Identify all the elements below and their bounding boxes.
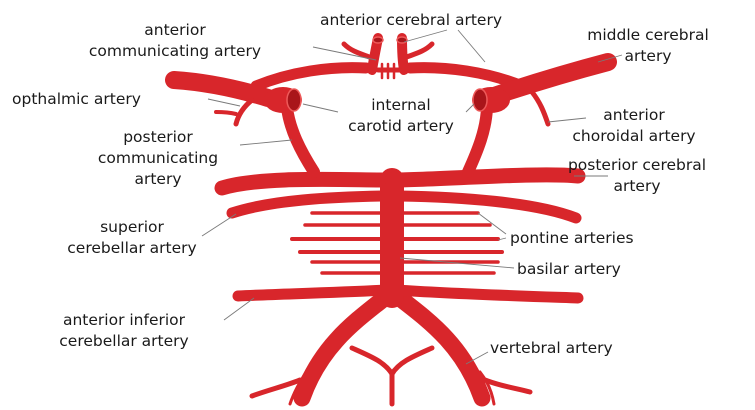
label-line: anterior (144, 21, 206, 39)
leader-internal-carotid-left (303, 104, 338, 112)
label-line: artery (134, 170, 181, 188)
anterior-cerebral-branch-right (404, 44, 432, 58)
opthalmic-artery-label: opthalmic artery (12, 90, 141, 108)
left-anterior-cerebral-lumen (373, 37, 383, 43)
label-line: middle cerebral (587, 26, 709, 44)
label-line: carotid artery (348, 117, 454, 135)
leader-internal-carotid-right (466, 104, 474, 112)
left-opthalmic-twig (216, 112, 236, 114)
right-internal-carotid-stump (472, 87, 510, 113)
pontine-arteries-label: pontine arteries (510, 229, 634, 247)
left-posterior-cerebral-artery (222, 179, 392, 188)
posterior-cerebral-artery-label: posterior cerebral artery (568, 156, 706, 195)
basilar-artery-label: basilar artery (517, 260, 621, 278)
leader-anterior-choroidal (548, 118, 586, 122)
vertebral-artery-label: vertebral artery (490, 339, 613, 357)
label-line: superior (100, 218, 164, 236)
label-line: basilar artery (517, 260, 621, 278)
right-posterior-communicating-artery (468, 108, 487, 172)
vertebral-arteries (252, 292, 530, 404)
label-line: anterior cerebral artery (320, 11, 502, 29)
right-anterior-inferior-cerebellar-artery (396, 290, 578, 298)
anterior-choroidal-artery-label: anterior choroidal artery (572, 106, 695, 145)
leader-anterior-cerebral-left (404, 30, 447, 42)
label-line: artery (613, 177, 660, 195)
left-vertebral-artery (302, 292, 392, 398)
right-vertebral-artery (392, 292, 482, 398)
right-anterior-cerebral-lumen (397, 37, 407, 43)
label-line: artery (624, 47, 671, 65)
anterior-spinal-branch-right (392, 348, 432, 374)
label-line: posterior (123, 128, 193, 146)
label-line: anterior inferior (63, 311, 186, 329)
leader-posterior-communicating (240, 140, 292, 145)
label-line: anterior (603, 106, 665, 124)
left-anterior-cerebral-artery (256, 68, 366, 86)
label-line: pontine arteries (510, 229, 634, 247)
label-line: choroidal artery (572, 127, 695, 145)
posterior-communicating-artery-label: posterior communicating artery (98, 128, 218, 188)
label-line: cerebellar artery (67, 239, 196, 257)
anterior-inferior-cerebellar-artery-label: anterior inferior cerebellar artery (59, 311, 188, 350)
label-line: communicating (98, 149, 218, 167)
left-anterior-inferior-cerebellar-artery (238, 290, 388, 296)
leader-anterior-cerebral-right (458, 30, 485, 62)
anterior-communicating-artery-label: anterior communicating artery (89, 21, 261, 60)
label-line: communicating artery (89, 42, 261, 60)
left-superior-cerebellar-artery (232, 196, 385, 213)
label-line: posterior cerebral (568, 156, 706, 174)
label-line: opthalmic artery (12, 90, 141, 108)
label-line: cerebellar artery (59, 332, 188, 350)
left-internal-carotid-lumen (287, 89, 301, 111)
label-line: vertebral artery (490, 339, 613, 357)
superior-cerebellar-artery-label: superior cerebellar artery (67, 218, 196, 257)
leader-opthalmic (208, 99, 240, 106)
internal-carotid-artery-label: internal carotid artery (348, 96, 454, 135)
label-line: internal (371, 96, 430, 114)
leader-superior-cerebellar (202, 214, 236, 236)
right-posterior-cerebral-artery (392, 175, 578, 180)
left-internal-carotid-stump (264, 87, 302, 113)
left-opthalmic-artery (236, 100, 252, 124)
anterior-cerebral-artery-label: anterior cerebral artery (320, 11, 502, 29)
right-anterior-choroidal-artery (532, 92, 548, 124)
anterior-spinal-branch-left (352, 348, 392, 374)
right-internal-carotid-lumen (473, 89, 487, 111)
